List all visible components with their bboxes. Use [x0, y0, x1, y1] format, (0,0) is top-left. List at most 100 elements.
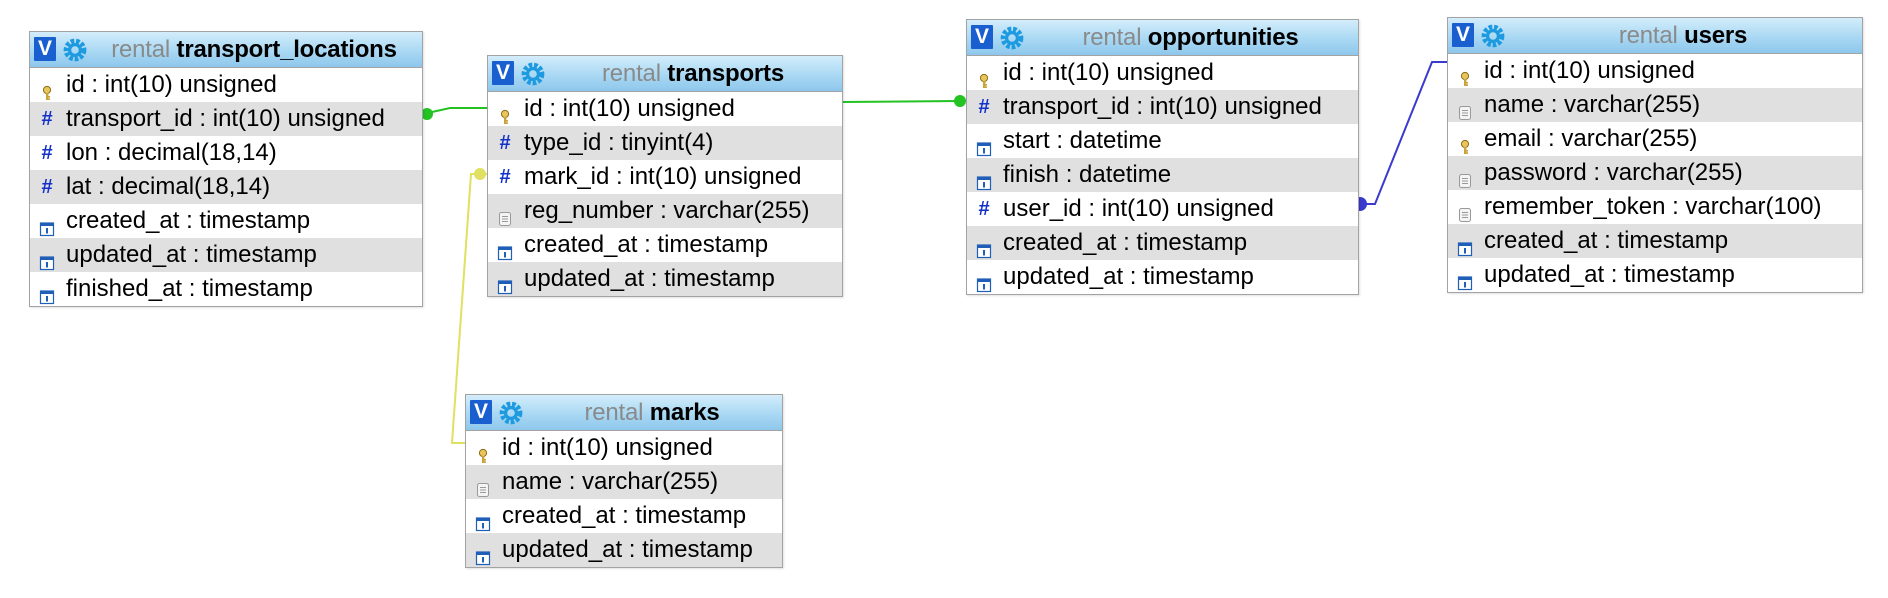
column-row[interactable]: updated_at : timestamp: [488, 262, 842, 296]
relation-end-many: [474, 168, 486, 180]
relation-line-opportunities-users[interactable]: [1356, 61, 1447, 205]
column-label: created_at : timestamp: [66, 207, 311, 234]
table-title: rental users: [1448, 22, 1862, 50]
text-icon: [1457, 199, 1473, 222]
column-label: lat : decimal(18,14): [66, 173, 271, 200]
column-row[interactable]: created_at : timestamp: [1448, 224, 1862, 258]
column-label: created_at : timestamp: [502, 502, 747, 529]
column-row[interactable]: id : int(10) unsigned: [967, 56, 1358, 90]
column-row[interactable]: email : varchar(255): [1448, 122, 1862, 156]
table-opportunities[interactable]: V rental opportunities id : int(10) unsi…: [966, 19, 1359, 295]
gear-icon[interactable]: [62, 37, 88, 63]
table-name: opportunities: [1147, 23, 1299, 51]
column-label: finished_at : timestamp: [66, 275, 313, 302]
table-header[interactable]: V rental users: [1448, 18, 1862, 54]
gear-icon[interactable]: [498, 400, 524, 426]
schema-name: rental: [111, 35, 171, 63]
table-title: rental transports: [488, 60, 842, 88]
column-label: id : int(10) unsigned: [524, 95, 735, 122]
column-label: id : int(10) unsigned: [1003, 59, 1214, 86]
gear-icon[interactable]: [520, 61, 546, 87]
column-label: updated_at : timestamp: [66, 241, 317, 268]
toggle-columns-button[interactable]: V: [1452, 23, 1474, 47]
column-row[interactable]: id : int(10) unsigned: [488, 92, 842, 126]
table-header[interactable]: V rental transports: [488, 56, 842, 92]
column-label: updated_at : timestamp: [1003, 263, 1254, 290]
table-header[interactable]: V rental marks: [466, 395, 782, 431]
column-row[interactable]: created_at : timestamp: [30, 204, 422, 238]
key-icon: [976, 65, 992, 88]
column-row[interactable]: # transport_id : int(10) unsigned: [30, 102, 422, 136]
table-marks[interactable]: V rental marks id : int(10) unsigned name…: [465, 394, 783, 568]
column-label: id : int(10) unsigned: [502, 434, 713, 461]
toggle-columns-button[interactable]: V: [492, 61, 514, 85]
column-row[interactable]: remember_token : varchar(100): [1448, 190, 1862, 224]
column-row[interactable]: id : int(10) unsigned: [30, 68, 422, 102]
key-icon: [1457, 63, 1473, 86]
gear-icon[interactable]: [1480, 23, 1506, 49]
key-icon: [39, 77, 55, 100]
gear-icon[interactable]: [999, 25, 1025, 51]
column-label: updated_at : timestamp: [502, 536, 753, 563]
date-icon: [976, 133, 992, 157]
table-transports[interactable]: V rental transports id : int(10) unsigne…: [487, 55, 843, 297]
relation-line-transports-opportunities[interactable]: [841, 100, 961, 103]
column-label: transport_id : int(10) unsigned: [66, 105, 385, 132]
column-label: created_at : timestamp: [1003, 229, 1248, 256]
column-row[interactable]: id : int(10) unsigned: [1448, 54, 1862, 88]
column-label: created_at : timestamp: [524, 231, 769, 258]
table-header[interactable]: V rental transport_locations: [30, 32, 422, 68]
column-label: created_at : timestamp: [1484, 227, 1729, 254]
table-header[interactable]: V rental opportunities: [967, 20, 1358, 56]
toggle-columns-button[interactable]: V: [971, 25, 993, 49]
date-icon: [976, 269, 992, 293]
date-icon: [497, 237, 513, 261]
date-icon: [475, 508, 491, 532]
column-row[interactable]: finished_at : timestamp: [30, 272, 422, 306]
column-row[interactable]: #lon : decimal(18,14): [30, 136, 422, 170]
column-label: finish : datetime: [1003, 161, 1172, 188]
table-transport-locations[interactable]: V rental transport_locations id : int(10…: [29, 31, 423, 307]
column-row[interactable]: #lat : decimal(18,14): [30, 170, 422, 204]
column-row[interactable]: #user_id : int(10) unsigned: [967, 192, 1358, 226]
column-row[interactable]: start : datetime: [967, 124, 1358, 158]
toggle-columns-button[interactable]: V: [470, 400, 492, 424]
column-row[interactable]: created_at : timestamp: [466, 499, 782, 533]
column-row[interactable]: reg_number : varchar(255): [488, 194, 842, 228]
date-icon: [39, 247, 55, 271]
toggle-columns-button[interactable]: V: [34, 37, 56, 61]
column-row[interactable]: finish : datetime: [967, 158, 1358, 192]
column-row[interactable]: id : int(10) unsigned: [466, 431, 782, 465]
column-row[interactable]: updated_at : timestamp: [1448, 258, 1862, 292]
column-label: updated_at : timestamp: [524, 265, 775, 292]
column-label: name : varchar(255): [502, 468, 719, 495]
column-label: name : varchar(255): [1484, 91, 1701, 118]
text-icon: [1457, 97, 1473, 120]
column-row[interactable]: #mark_id : int(10) unsigned: [488, 160, 842, 194]
table-users[interactable]: V rental users id : int(10) unsigned name…: [1447, 17, 1863, 293]
column-row[interactable]: updated_at : timestamp: [967, 260, 1358, 294]
text-icon: [497, 203, 513, 226]
column-row[interactable]: password : varchar(255): [1448, 156, 1862, 190]
schema-name: rental: [584, 398, 644, 426]
column-label: lon : decimal(18,14): [66, 139, 277, 166]
numeric-icon: #: [978, 198, 990, 220]
column-row[interactable]: updated_at : timestamp: [30, 238, 422, 272]
column-row[interactable]: #type_id : tinyint(4): [488, 126, 842, 160]
relation-line-transport-locations-transports[interactable]: [422, 107, 487, 115]
column-row[interactable]: updated_at : timestamp: [466, 533, 782, 567]
column-row[interactable]: #transport_id : int(10) unsigned: [967, 90, 1358, 124]
column-label: updated_at : timestamp: [1484, 261, 1735, 288]
column-label: mark_id : int(10) unsigned: [524, 163, 802, 190]
column-row[interactable]: created_at : timestamp: [488, 228, 842, 262]
column-row[interactable]: created_at : timestamp: [967, 226, 1358, 260]
table-name: transport_locations: [176, 35, 397, 63]
date-icon: [475, 542, 491, 566]
column-row[interactable]: name : varchar(255): [466, 465, 782, 499]
table-name: marks: [649, 398, 720, 426]
numeric-icon: #: [41, 108, 53, 130]
table-name: users: [1684, 21, 1748, 49]
date-icon: [497, 271, 513, 295]
key-icon: [497, 101, 513, 124]
column-row[interactable]: name : varchar(255): [1448, 88, 1862, 122]
